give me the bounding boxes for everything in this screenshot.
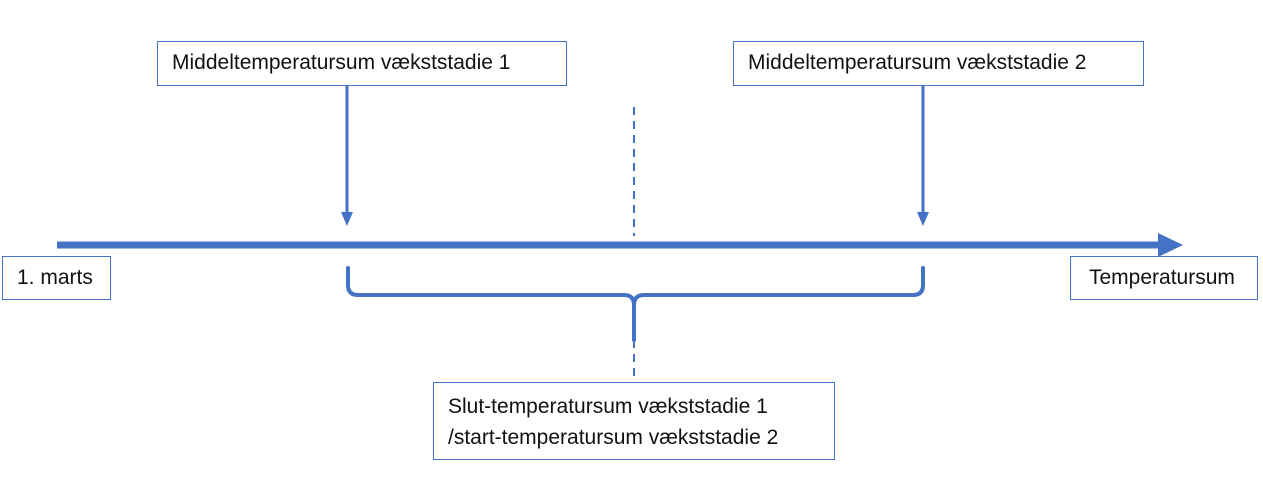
timeline-arrowhead [1158,233,1183,257]
stage2-pointer-arrowhead [917,212,929,226]
boundary-label: Slut-temperatursum vækststadie 1 /start-… [433,382,835,460]
axis-end-label: Temperatursum [1070,256,1258,300]
stage1-mean-label: Middeltemperatursum vækststadie 1 [157,41,567,86]
interval-bracket [346,266,925,342]
stage2-mean-label: Middeltemperatursum vækststadie 2 [733,41,1144,86]
stage1-pointer-arrowhead [341,212,353,226]
boundary-label-line1: Slut-temperatursum vækststadie 1 [448,395,768,418]
start-date-label: 1. marts [2,256,111,300]
boundary-label-line2: /start-temperatursum vækststadie 2 [448,426,779,449]
